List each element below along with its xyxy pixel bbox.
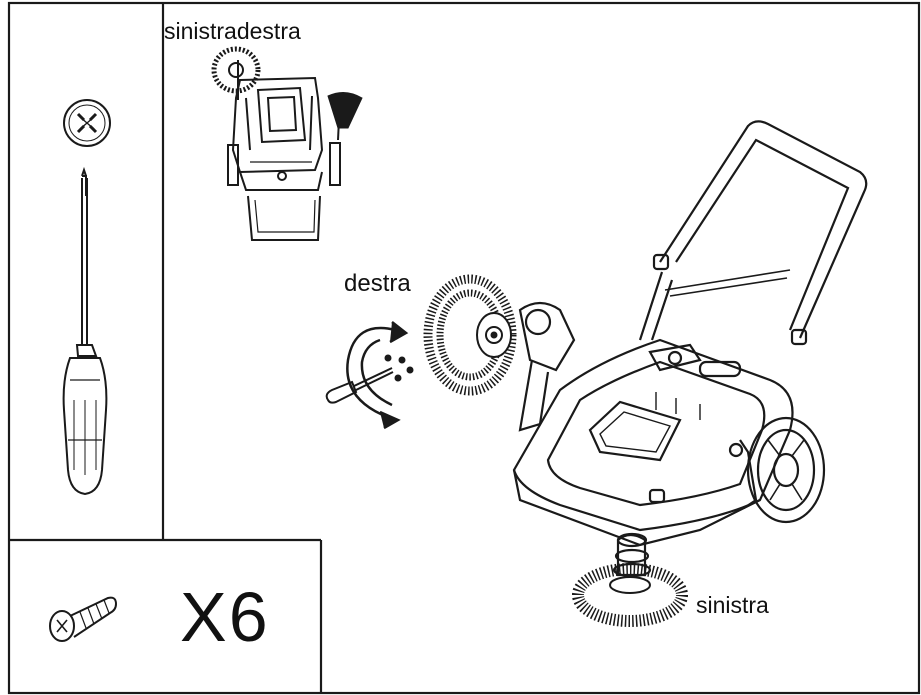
screwdriver-icon: [62, 166, 108, 496]
rotation-arrow-icon: [346, 321, 409, 430]
small-screwdriver-icon: [325, 354, 414, 404]
floor-sweeper-icon: [512, 120, 868, 578]
right-brush-label: destra: [344, 270, 411, 297]
screw-count-label: X6: [180, 578, 270, 656]
panel-frame: [7, 1, 921, 695]
top-view-label: sinistradestra: [164, 18, 301, 44]
sweeper-top-view: [211, 46, 363, 241]
phillips-screw-head-icon: [63, 99, 111, 147]
screw-icon: [49, 596, 118, 642]
left-brush-label: sinistra: [696, 592, 769, 618]
side-brush-right-icon: [423, 274, 517, 396]
side-brush-left-icon: [572, 563, 688, 627]
